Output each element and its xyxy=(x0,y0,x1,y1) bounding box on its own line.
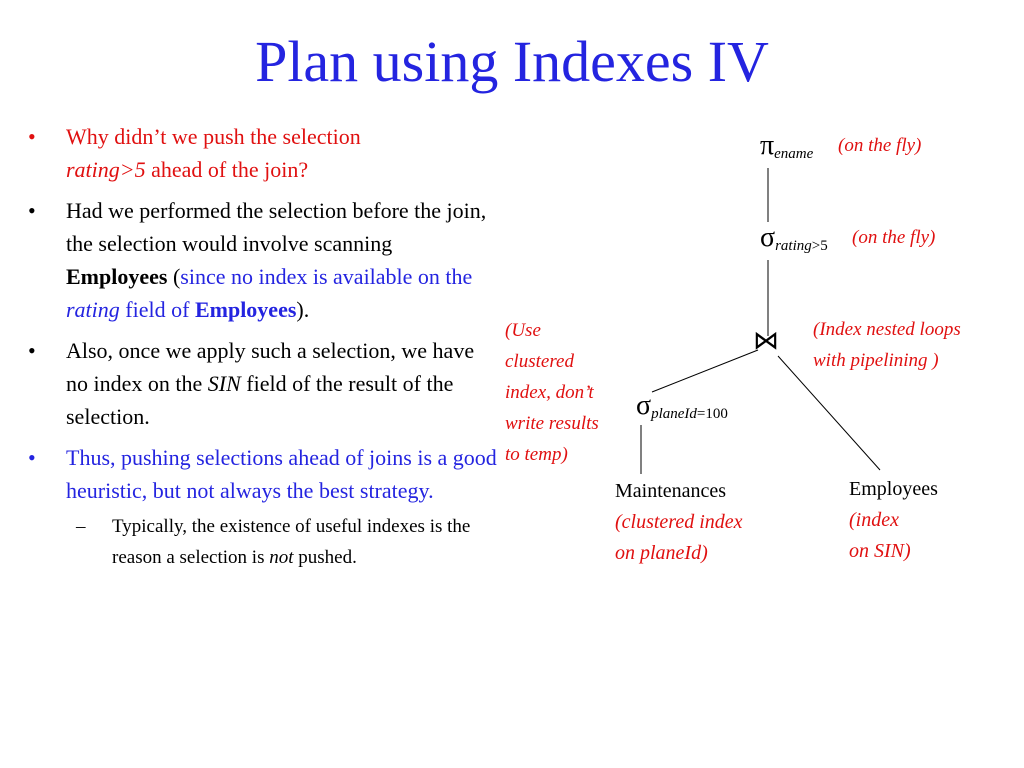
join-note-line2: with pipelining ) xyxy=(813,350,939,371)
bullet-why-not-push: • Why didn’t we push the selection ratin… xyxy=(28,120,498,186)
edge-join-planeid-selection xyxy=(651,349,759,393)
bullet-text: Why didn’t we push the selection xyxy=(66,124,361,149)
selection-rating-node: σrating>5 xyxy=(760,222,828,254)
rating-attr: rating xyxy=(66,297,120,322)
note-line: index, don’t xyxy=(505,382,594,403)
note-line: to temp) xyxy=(505,444,568,465)
bullet-text: ahead of the join? xyxy=(145,157,309,182)
bullet-marker: • xyxy=(28,124,36,149)
bullet-text: ). xyxy=(296,297,310,322)
sub-bullet-text: pushed. xyxy=(293,547,357,568)
rating-predicate: rating>5 xyxy=(66,157,146,182)
bullet-marker: • xyxy=(28,338,36,363)
clustered-index-note: (Use clustered index, don’t write result… xyxy=(505,315,599,470)
selection-rating-subscript: rating>5 xyxy=(775,238,828,254)
slide-title: Plan using Indexes IV xyxy=(255,29,769,94)
projection-node: πename xyxy=(760,130,813,162)
projection-subscript: ename xyxy=(774,146,814,162)
employees-name: Employees xyxy=(849,478,938,500)
employees-bold: Employees xyxy=(66,264,168,289)
join-note: (Index nested loops with pipelining ) xyxy=(813,314,961,376)
selection-rating-note: (on the fly) xyxy=(852,227,936,248)
bullet-text: ( xyxy=(167,264,181,289)
sub-bullet-text: Typically, the existence of useful index… xyxy=(112,516,471,568)
sub-bullet-marker: – xyxy=(76,516,86,537)
bullet-text-blue: since no index is available on the xyxy=(180,264,473,289)
join-node: ⋈ xyxy=(753,326,779,356)
bullet-list: • Why didn’t we push the selection ratin… xyxy=(28,120,498,573)
projection-note: (on the fly) xyxy=(838,135,922,156)
selection-planeid-subscript: planeId=100 xyxy=(651,406,728,422)
join-symbol: ⋈ xyxy=(753,326,779,355)
selection-planeid-attr: planeId xyxy=(651,406,697,422)
selection-rating-attr: rating xyxy=(775,238,812,254)
maintenances-leaf: Maintenances (clustered index on planeId… xyxy=(615,476,743,569)
bullet-also-once: • Also, once we apply such a selection, … xyxy=(28,334,498,433)
bullet-marker: • xyxy=(28,445,36,470)
bullet-text: Had we performed the selection before th… xyxy=(66,198,487,256)
bullet-text: Also, once we apply such a selection, we… xyxy=(66,338,475,396)
employees-leaf: Employees (index on SIN) xyxy=(849,474,938,567)
edge-join-employees xyxy=(777,355,881,471)
selection-planeid-cond: =100 xyxy=(696,406,728,422)
sub-bullet-typically: – Typically, the existence of useful ind… xyxy=(28,511,498,573)
selection-planeid-node: σplaneId=100 xyxy=(636,390,728,422)
bullet-marker: • xyxy=(28,198,36,223)
maintenances-name: Maintenances xyxy=(615,480,727,502)
note-line: write results xyxy=(505,413,599,434)
bullet-text: field of the result of the selection. xyxy=(66,371,454,429)
pi-symbol: π xyxy=(760,130,775,161)
note-line: (Use xyxy=(505,320,541,341)
sigma-symbol: σ xyxy=(760,222,776,253)
maintenances-note-line2: on planeId) xyxy=(615,542,708,564)
employees-note-line1: (index xyxy=(849,509,899,531)
sigma-symbol: σ xyxy=(636,390,652,421)
note-line: clustered xyxy=(505,351,574,372)
bullet-thus-pushing: • Thus, pushing selections ahead of join… xyxy=(28,441,498,507)
sin-attr: SIN xyxy=(207,371,241,396)
not-word: not xyxy=(269,547,294,568)
employees-bold-blue: Employees xyxy=(194,297,297,322)
employees-note-line2: on SIN) xyxy=(849,540,911,562)
join-note-line1: (Index nested loops xyxy=(813,319,961,340)
selection-rating-cond: >5 xyxy=(811,238,828,254)
bullet-text: Thus, pushing selections ahead of joins … xyxy=(66,445,497,503)
bullet-had-we-performed: • Had we performed the selection before … xyxy=(28,194,498,326)
maintenances-note-line1: (clustered index xyxy=(615,511,743,533)
bullet-text-blue: field of xyxy=(119,297,195,322)
